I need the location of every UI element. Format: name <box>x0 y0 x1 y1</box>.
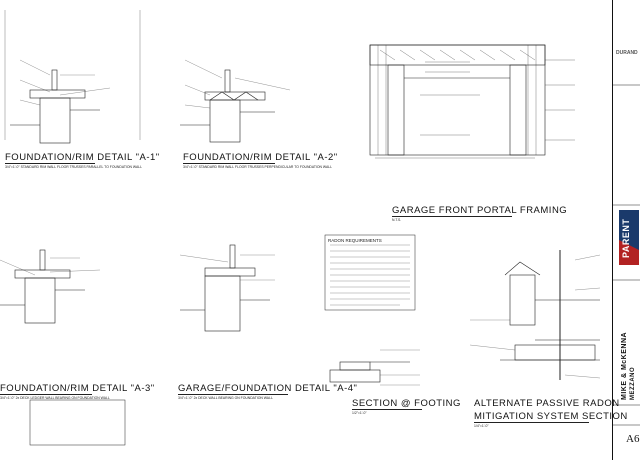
footing-scale: 1/2"=1'-0" <box>352 411 367 415</box>
title-underline <box>178 394 288 395</box>
title-block <box>612 0 640 460</box>
title-underline <box>183 163 275 164</box>
title-underline <box>392 216 512 217</box>
sheet-number: A6 <box>626 433 640 445</box>
portal-title: GARAGE FRONT PORTAL FRAMING <box>392 205 568 216</box>
detail-a4-drawing <box>179 244 275 332</box>
general-note-box <box>29 399 126 446</box>
footing-title: SECTION @ FOOTING <box>352 398 461 409</box>
radon-notes-lines <box>330 244 410 306</box>
portal-scale: N.T.S. <box>392 218 402 222</box>
brand-logo-text: PARENT <box>621 218 631 258</box>
detail-a1-drawing <box>4 10 111 144</box>
portal-framing-drawing <box>369 44 575 159</box>
parent-logo <box>619 210 639 265</box>
detail-a1-title: FOUNDATION/RIM DETAIL "A-1" <box>5 152 160 163</box>
footing-drawing <box>329 349 420 386</box>
detail-a3-title: FOUNDATION/RIM DETAIL "A-3" <box>0 383 155 394</box>
title-underline <box>474 422 589 423</box>
detail-a4-title: GARAGE/FOUNDATION DETAIL "A-4" <box>178 383 358 394</box>
detail-a3-drawing <box>0 249 101 324</box>
radon-box-title: RADON REQUIREMENTS <box>328 238 382 243</box>
company-logo-text: DURAND <box>616 50 638 56</box>
detail-a3-scale: 3/4"=1'-0" 2x DECK LEDGER WALL BEARING O… <box>0 396 110 400</box>
detail-a2-drawing <box>139 10 291 143</box>
detail-a1-scale: 3/4"=1'-0" STANDARD RIM WALL FLOOR TRUSS… <box>5 165 142 169</box>
detail-a2-scale: 3/4"=1'-0" STANDARD RIM WALL FLOOR TRUSS… <box>183 165 333 169</box>
title-underline <box>5 163 95 164</box>
radon-box <box>324 234 416 311</box>
client-name: MIKE & McKENNA <box>621 331 628 400</box>
detail-a2-title: FOUNDATION/RIM DETAIL "A-2" <box>183 152 338 163</box>
radon-title-line1: ALTERNATE PASSIVE RADON <box>474 398 620 409</box>
title-underline <box>352 409 422 410</box>
radon-section-drawing <box>469 250 601 380</box>
project-name: MEZZANO <box>630 366 636 400</box>
radon-scale: 1/4"=1'-0" <box>474 424 489 428</box>
radon-title-line2: MITIGATION SYSTEM SECTION <box>474 411 628 422</box>
detail-a4-scale: 3/4"=1'-0" 2x DECK WALL BEARING ON FOUND… <box>178 396 273 400</box>
title-underline <box>0 394 92 395</box>
